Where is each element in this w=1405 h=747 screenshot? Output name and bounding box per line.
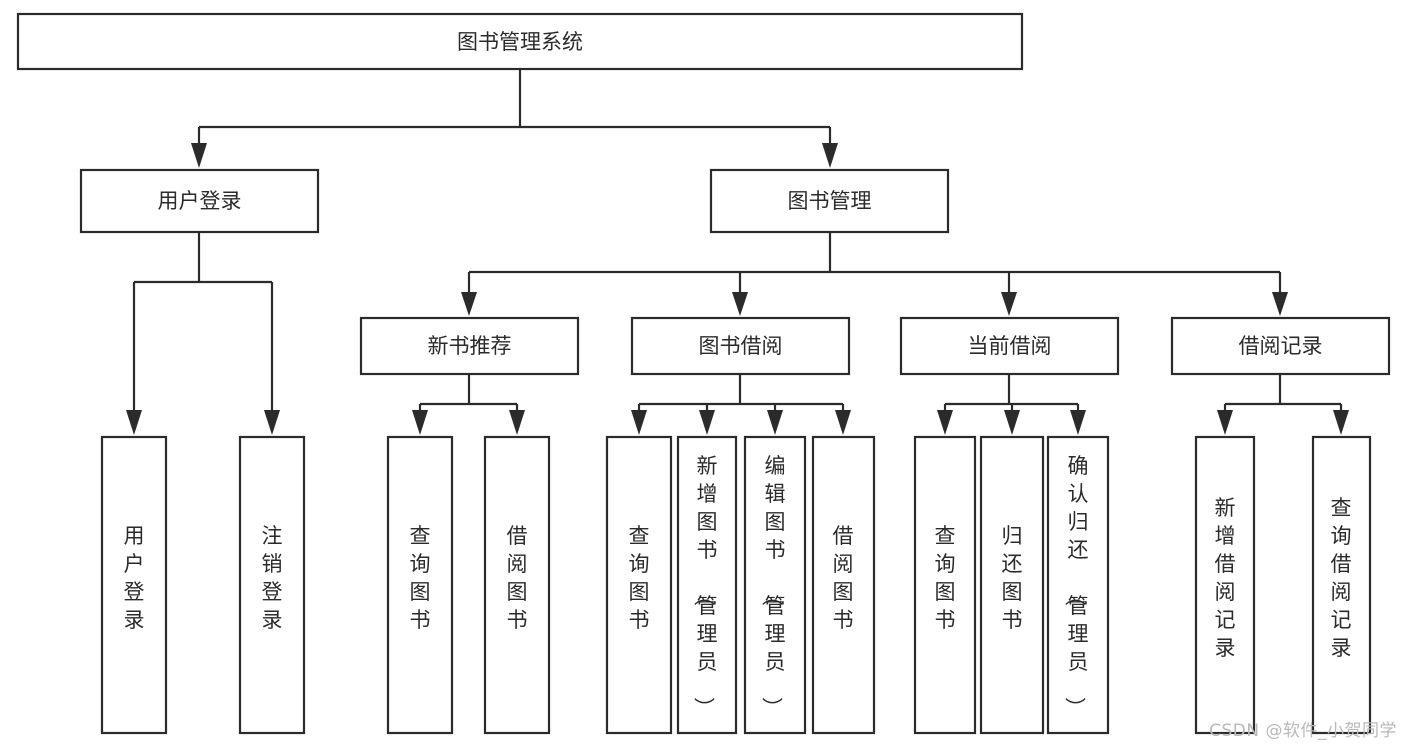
node-root-label: 图书管理系统 [457, 30, 583, 54]
node-leaf-confirm-return-label: 确认归还（管理员） [1063, 454, 1089, 718]
arrow-head-leaf-borrow-book-2 [835, 410, 851, 435]
arrow-head-leaf-edit-book [767, 410, 783, 435]
node-book-manage-label: 图书管理 [788, 189, 872, 213]
node-leaf-query-record-box[interactable] [1311, 435, 1372, 735]
node-root[interactable]: 图书管理系统 [16, 12, 1024, 71]
node-leaf-add-record[interactable]: 新增借阅记录 [1194, 435, 1256, 735]
node-leaf-borrow-book-2-box[interactable] [811, 435, 876, 735]
arrow-head-leaf-logout [264, 410, 280, 435]
node-leaf-query-book-3-label: 查询图书 [935, 524, 956, 632]
node-current-borrow-label: 当前借阅 [968, 334, 1052, 358]
node-leaf-logout[interactable]: 注销登录 [238, 435, 306, 735]
node-leaf-edit-book-box[interactable] [743, 435, 807, 735]
node-leaf-edit-book-label: 编辑图书（管理员） [760, 454, 786, 718]
node-user-login-label: 用户登录 [158, 189, 242, 213]
node-leaf-add-record-label: 新增借阅记录 [1215, 496, 1236, 660]
arrow-head-user-login [191, 143, 207, 168]
arrow-head-leaf-confirm-return [1070, 410, 1086, 435]
node-leaf-return-book-label: 归还图书 [1002, 524, 1023, 632]
arrow-head-borrow-record [1272, 292, 1288, 316]
node-leaf-edit-book[interactable]: 编辑图书（管理员） [743, 435, 807, 735]
node-leaf-return-book-box[interactable] [979, 435, 1045, 735]
arrow-head-leaf-add-book [699, 410, 715, 435]
node-leaf-borrow-book-2-label: 借阅图书 [833, 524, 854, 632]
node-leaf-query-book-1-label: 查询图书 [410, 524, 431, 632]
node-leaf-confirm-return[interactable]: 确认归还（管理员） [1046, 435, 1110, 735]
arrow-head-leaf-query-record [1333, 410, 1349, 435]
node-book-borrow[interactable]: 图书借阅 [630, 316, 851, 376]
node-book-manage[interactable]: 图书管理 [709, 168, 950, 234]
node-current-borrow[interactable]: 当前借阅 [899, 316, 1120, 376]
node-leaf-query-book-1[interactable]: 查询图书 [386, 435, 454, 735]
node-leaf-borrow-book-1-label: 借阅图书 [507, 524, 528, 632]
node-leaf-query-book-2-label: 查询图书 [629, 524, 650, 632]
node-leaf-add-book-box[interactable] [676, 435, 738, 735]
node-leaf-add-record-box[interactable] [1194, 435, 1256, 735]
node-leaf-add-book[interactable]: 新增图书（管理员） [676, 435, 738, 735]
node-leaf-borrow-book-1[interactable]: 借阅图书 [483, 435, 551, 735]
node-new-book-recommend-label: 新书推荐 [428, 334, 512, 358]
node-leaf-query-record-label: 查询借阅记录 [1331, 496, 1352, 660]
node-leaf-query-book-2[interactable]: 查询图书 [605, 435, 673, 735]
arrow-head-book-manage [822, 143, 838, 168]
arrow-head-book-borrow [732, 292, 748, 316]
node-leaf-borrow-book-1-box[interactable] [483, 435, 551, 735]
node-book-borrow-label: 图书借阅 [699, 334, 783, 358]
node-borrow-record-label: 借阅记录 [1239, 334, 1323, 358]
node-leaf-query-record[interactable]: 查询借阅记录 [1311, 435, 1372, 735]
node-new-book-recommend[interactable]: 新书推荐 [359, 316, 580, 376]
node-leaf-user-login-box[interactable] [100, 435, 168, 735]
node-leaf-query-book-3-box[interactable] [913, 435, 977, 735]
node-layer: 图书管理系统 用户登录 图书管理 新书推荐 图书借阅 当前借阅 借阅记录 [16, 12, 1391, 735]
node-current-borrow-box[interactable] [899, 316, 1120, 376]
node-new-book-recommend-box[interactable] [359, 316, 580, 376]
node-user-login[interactable]: 用户登录 [79, 168, 320, 234]
node-borrow-record[interactable]: 借阅记录 [1170, 316, 1391, 376]
arrow-head-leaf-borrow-book-1 [509, 410, 525, 435]
connector-layer [126, 69, 1349, 435]
node-user-login-box[interactable] [79, 168, 320, 234]
arrow-head-leaf-query-book-3 [937, 410, 953, 435]
node-book-manage-box[interactable] [709, 168, 950, 234]
arrow-head-leaf-user-login [126, 410, 142, 435]
node-root-box[interactable] [16, 12, 1024, 71]
node-leaf-logout-label: 注销登录 [262, 524, 283, 632]
node-leaf-add-book-label: 新增图书（管理员） [692, 454, 718, 718]
node-leaf-user-login[interactable]: 用户登录 [100, 435, 168, 735]
node-leaf-confirm-return-box[interactable] [1046, 435, 1110, 735]
arrow-head-current-borrow [1001, 292, 1017, 316]
arrow-head-leaf-query-book-2 [631, 410, 647, 435]
arrow-head-leaf-add-record [1217, 410, 1233, 435]
node-leaf-logout-box[interactable] [238, 435, 306, 735]
node-book-borrow-box[interactable] [630, 316, 851, 376]
node-borrow-record-box[interactable] [1170, 316, 1391, 376]
node-leaf-query-book-3[interactable]: 查询图书 [913, 435, 977, 735]
node-leaf-return-book[interactable]: 归还图书 [979, 435, 1045, 735]
node-leaf-query-book-2-box[interactable] [605, 435, 673, 735]
node-leaf-borrow-book-2[interactable]: 借阅图书 [811, 435, 876, 735]
arrow-head-leaf-query-book-1 [412, 410, 428, 435]
node-leaf-user-login-label: 用户登录 [124, 524, 145, 632]
arrow-head-new-book-recommend [461, 292, 477, 316]
arrow-head-leaf-return-book [1004, 410, 1020, 435]
node-leaf-query-book-1-box[interactable] [386, 435, 454, 735]
